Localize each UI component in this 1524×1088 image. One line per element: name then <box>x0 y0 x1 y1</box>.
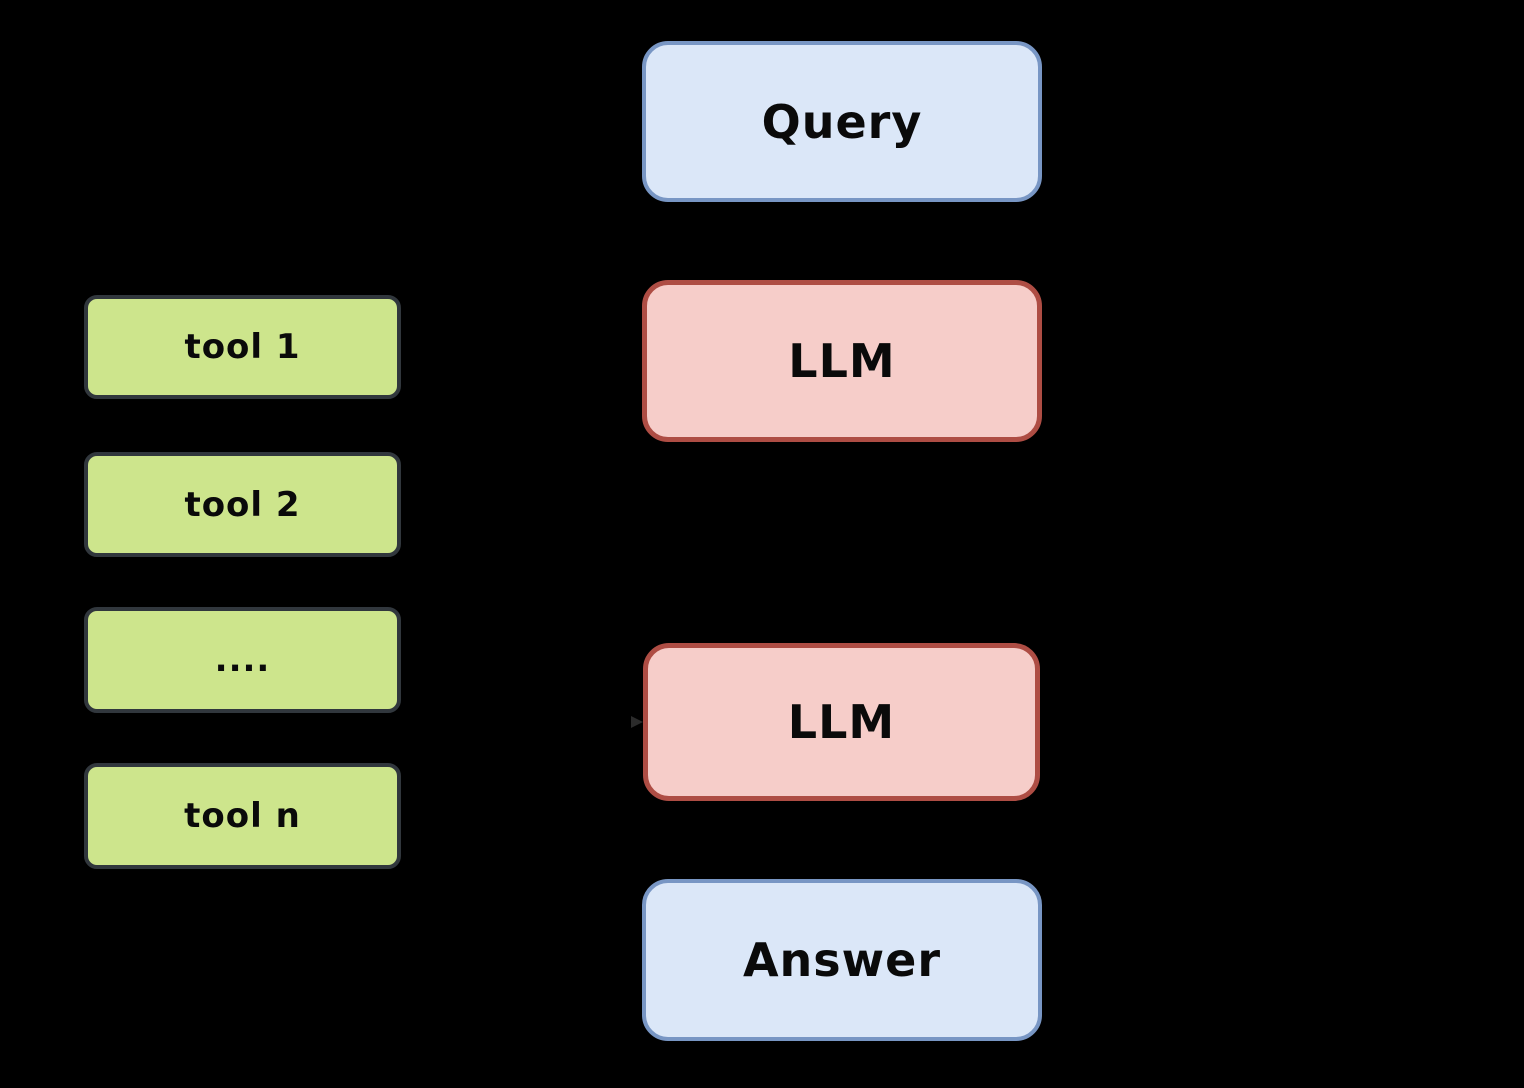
llm-box-top: LLM <box>642 280 1042 442</box>
tool-2-box: tool 2 <box>84 452 401 557</box>
arrowhead-icon <box>631 716 643 728</box>
query-label: Query <box>761 94 923 149</box>
answer-box: Answer <box>642 879 1042 1041</box>
tool-ellipsis-label: .... <box>214 640 271 680</box>
tool-1-label: tool 1 <box>184 327 301 367</box>
tool-n-box: tool n <box>84 763 401 869</box>
answer-label: Answer <box>742 933 942 987</box>
tool-n-label: tool n <box>184 796 301 836</box>
tool-2-label: tool 2 <box>184 484 301 525</box>
tool-1-box: tool 1 <box>84 295 401 399</box>
llm-box-bottom: LLM <box>643 643 1040 801</box>
llm-top-label: LLM <box>788 334 896 388</box>
llm-bottom-label: LLM <box>787 695 896 749</box>
query-box: Query <box>642 41 1042 202</box>
tool-ellipsis-box: .... <box>84 607 401 713</box>
